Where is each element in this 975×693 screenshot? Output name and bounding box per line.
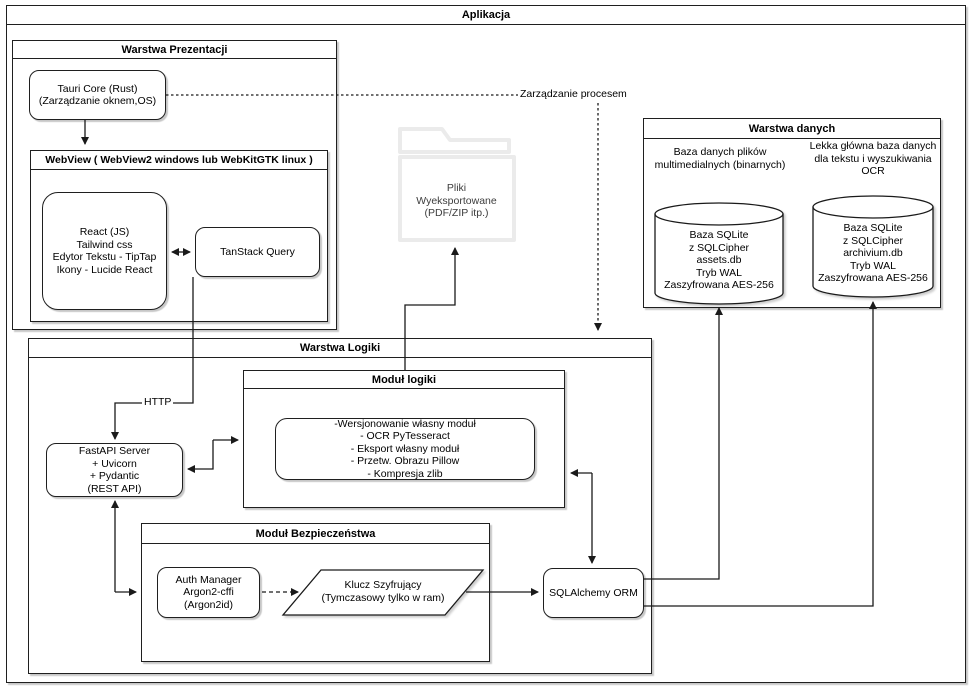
node-react-stack: React (JS) Tailwind css Edytor Tekstu - … [42, 192, 167, 310]
db2-caption: Lekka główna baza danych dla tekstu i wy… [809, 140, 937, 177]
node-fastapi-server-label: FastAPI Server + Uvicorn + Pydantic (RES… [78, 445, 151, 495]
db2-text: Baza SQLite z SQLCipher archivium.db Try… [818, 222, 928, 284]
webview-title: WebView ( WebView2 windows lub WebKitGTK… [31, 151, 327, 170]
node-auth-manager: Auth Manager Argon2-cffi (Argon2id) [157, 567, 260, 618]
node-auth-manager-label: Auth Manager Argon2-cffi (Argon2id) [175, 573, 242, 611]
modul-bezpieczenstwa-title: Moduł Bezpieczeństwa [142, 524, 489, 544]
warstwa-logiki-title: Warstwa Logiki [29, 339, 651, 358]
container-aplikacja-title: Aplikacja [7, 6, 965, 25]
db1-caption: Baza danych plików multimedialnych (bina… [654, 146, 786, 171]
modul-logiki-title: Moduł logiki [244, 371, 564, 389]
node-tauri-core: Tauri Core (Rust) (Zarządzanie oknem,OS) [29, 70, 166, 120]
node-sqlalchemy-orm-label: SQLAlchemy ORM [549, 586, 638, 599]
database-cylinder-archivium-icon [812, 195, 934, 298]
node-sqlalchemy-orm: SQLAlchemy ORM [543, 568, 644, 618]
parallelogram-encryption-key-icon [281, 569, 485, 616]
node-tanstack-query-label: TanStack Query [220, 245, 295, 258]
node-tanstack-query: TanStack Query [195, 227, 320, 277]
warstwa-danych-title: Warstwa danych [644, 119, 940, 139]
node-encryption-key-label: Klucz Szyfrujący (Tymczasowy tylko w ram… [321, 579, 445, 604]
node-fastapi-server: FastAPI Server + Uvicorn + Pydantic (RES… [46, 443, 183, 497]
node-react-stack-label: React (JS) Tailwind css Edytor Tekstu - … [52, 226, 157, 276]
node-logic-submodules-label: -Wersjonowanie własny moduł - OCR PyTess… [334, 417, 476, 480]
db1-text: Baza SQLite z SQLCipher assets.db Tryb W… [664, 229, 774, 291]
node-logic-submodules: -Wersjonowanie własny moduł - OCR PyTess… [275, 418, 535, 480]
database-cylinder-assets-icon [654, 202, 784, 305]
edge-label-process: Zarządzanie procesem [518, 88, 629, 101]
node-tauri-core-label: Tauri Core (Rust) (Zarządzanie oknem,OS) [38, 82, 157, 108]
folder-label: Pliki Wyeksportowane (PDF/ZIP itp.) [416, 182, 497, 219]
warstwa-prezentacji-title: Warstwa Prezentacji [13, 41, 336, 59]
edge-label-http: HTTP [142, 396, 174, 409]
